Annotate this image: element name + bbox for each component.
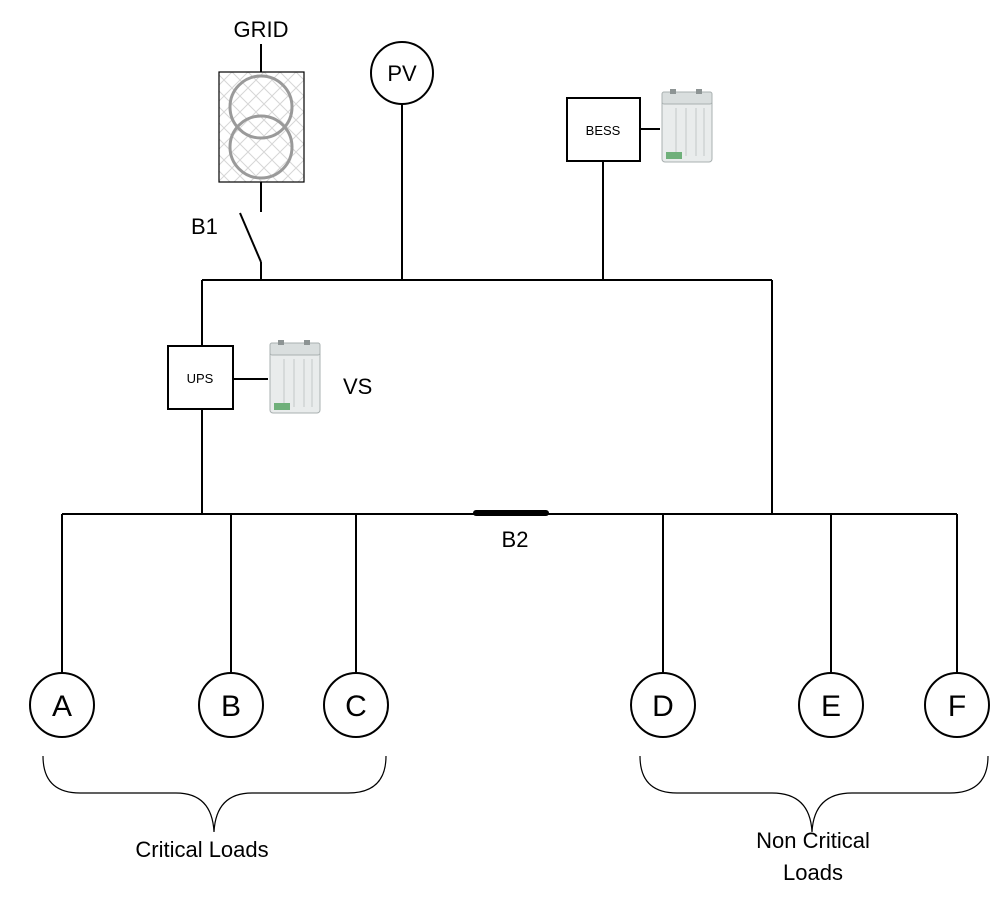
load-d-label: D bbox=[652, 690, 674, 723]
battery-icon bbox=[661, 88, 713, 163]
pv-label: PV bbox=[387, 61, 417, 86]
non-critical-loads-label-line2: Loads bbox=[783, 860, 843, 885]
breaker-b2-label: B2 bbox=[502, 527, 529, 552]
load-f: F bbox=[924, 672, 990, 738]
load-e: E bbox=[798, 672, 864, 738]
critical-loads-brace bbox=[42, 755, 387, 833]
bess-label: BESS bbox=[586, 123, 621, 138]
pv-source: PV bbox=[370, 41, 434, 280]
transformer-icon bbox=[218, 71, 305, 183]
load-b: B bbox=[198, 672, 264, 738]
vs-battery-icon bbox=[269, 339, 321, 414]
ups-box bbox=[167, 345, 234, 410]
bess-unit: BESS bbox=[566, 88, 713, 280]
grid-source: GRID bbox=[218, 17, 305, 212]
breaker-b1-label: B1 bbox=[191, 214, 218, 239]
switch-blade bbox=[239, 212, 262, 263]
load-c-label: C bbox=[345, 690, 367, 723]
vs-label: VS bbox=[343, 374, 372, 399]
load-b-label: B bbox=[221, 690, 241, 723]
breaker-b1: B1 bbox=[191, 212, 262, 280]
load-a-label: A bbox=[52, 690, 72, 723]
non-critical-loads-label-line1: Non Critical bbox=[756, 828, 870, 853]
load-c: C bbox=[323, 672, 389, 738]
critical-loads-label: Critical Loads bbox=[135, 837, 268, 862]
load-f-label: F bbox=[948, 690, 966, 723]
load-a: A bbox=[29, 672, 95, 738]
non-critical-loads-brace bbox=[639, 755, 989, 833]
load-e-label: E bbox=[821, 690, 841, 723]
load-d: D bbox=[630, 672, 696, 738]
ups-label: UPS bbox=[187, 371, 214, 386]
breaker-b2: B2 bbox=[473, 510, 549, 552]
ups-unit: UPS VS bbox=[167, 339, 372, 514]
grid-label: GRID bbox=[234, 17, 289, 42]
